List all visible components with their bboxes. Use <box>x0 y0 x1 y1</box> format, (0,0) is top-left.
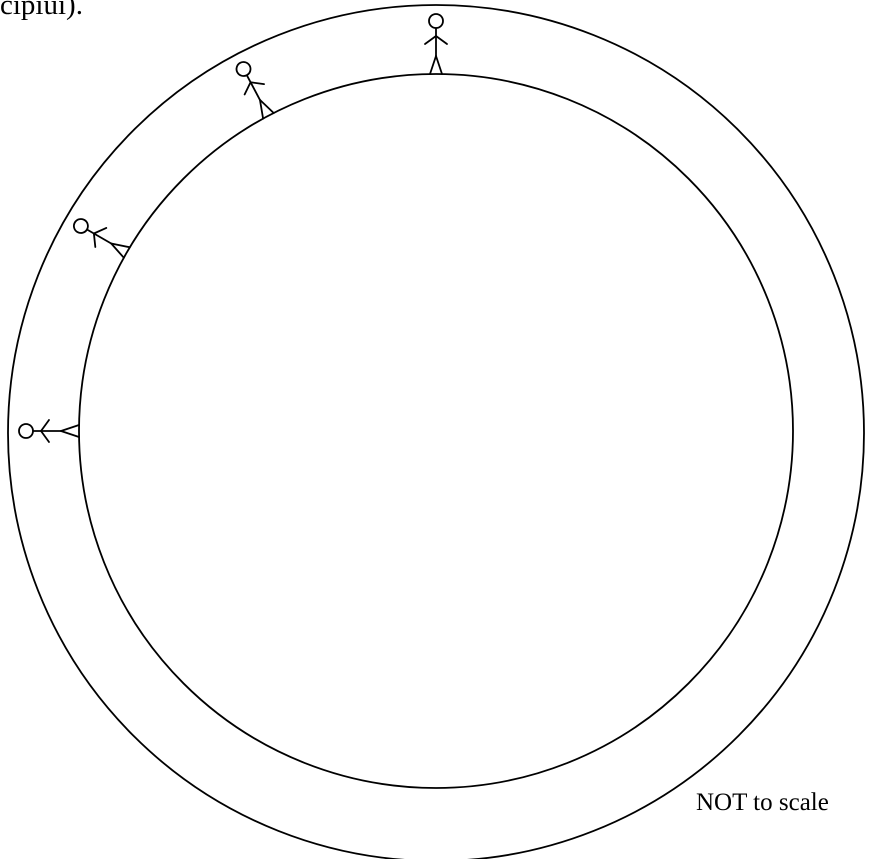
stick-figure-top <box>425 14 447 74</box>
stick-figure-right-arm <box>436 36 447 44</box>
stick-figure-right-leg <box>436 56 442 74</box>
stick-figure-far-left <box>19 420 79 442</box>
stick-figure-right-arm <box>41 420 49 431</box>
stick-figure-left-leg <box>255 100 269 119</box>
stick-figure-left-leg <box>61 431 79 437</box>
scale-note: NOT to scale <box>696 788 829 818</box>
stick-figure-left <box>69 213 132 262</box>
stick-figure-upper-left <box>231 58 279 121</box>
stick-figure-head <box>429 14 443 28</box>
cropped-header-text: cipiui). <box>0 0 83 22</box>
inner-circle <box>79 74 793 788</box>
stick-figure-head <box>234 60 253 79</box>
stick-figure-head <box>71 216 90 235</box>
outer-circle <box>8 5 864 859</box>
stick-figure-left-leg <box>430 56 436 74</box>
stick-figure-left-arm <box>41 431 49 442</box>
stick-figure-head <box>19 424 33 438</box>
stick-figure-right-leg <box>61 425 79 431</box>
stick-figure-left-arm <box>425 36 436 44</box>
